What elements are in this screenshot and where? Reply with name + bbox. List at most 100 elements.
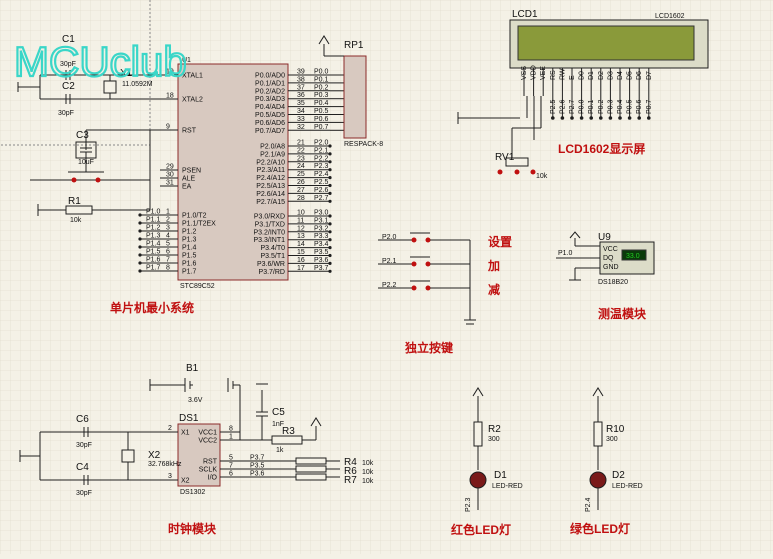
mcu-right-pin-name: P3.2/INT0 [253,229,285,236]
rtc-net-label: P3.6 [250,471,265,478]
d1-net: P2.3 [465,497,472,512]
r1-ref: R1 [68,196,81,207]
p1-bus-labels: P1.0P1.1P1.2P1.3P1.4P1.5P1.6P1.7 [138,209,161,273]
mcu-right-pin-net: P0.4 [314,100,329,107]
mcu-right-pin-net: P0.6 [314,116,329,123]
mcu-u1[interactable]: U1 STC89C52 XTAL119XTAL218RST9PSEN29ALE3… [160,57,344,290]
lcd-pin-name: D2 [598,71,605,80]
d1-part: LED-RED [492,483,523,490]
mcu-right-pin-name: P3.5/T1 [260,253,285,260]
mcu-right-pin-net: P3.6 [314,257,329,264]
caption-red-led: 红色LED灯 [451,522,511,537]
lcd-ref: LCD1 [512,9,538,20]
rtc-pin-name: I/O [208,475,218,482]
p1-net-label: P1.0 [146,209,161,216]
r4-ref: R4 [344,457,357,468]
net-junction [328,191,332,195]
battery-b1[interactable]: B1 3.6V [149,363,241,440]
red-led-circuit[interactable]: R2 300 D1 LED-RED P2.3 [465,387,523,512]
mcu-right-pin-net: P2.1 [314,147,329,154]
mcu-right-pin-name: P3.4/T0 [260,245,285,252]
rtc-pin-name: X1 [181,430,190,437]
rtc-pin-num: 5 [229,455,233,462]
key-caption[interactable]: 加 [487,258,500,273]
rtc-pullups[interactable]: R4 R6 R7 10k 10k 10k [295,457,374,486]
temp-sensor-u9[interactable]: 33.0 VCC DQ GND U9 DS18B20 P1.0 [556,231,655,286]
net-junction [589,116,593,120]
green-led-circuit[interactable]: R10 300 D2 LED-RED P2.4 [585,387,643,512]
p1-net-label: P1.7 [146,265,161,272]
mcu-right-pin-net: P2.4 [314,171,329,178]
mcu-left-pin-num: 19 [166,69,174,76]
net-junction [328,269,332,273]
mcu-right-pin-num: 22 [297,147,305,154]
u9-pin-gnd: GND [603,264,619,271]
mcu-right-pin-net: P0.1 [314,76,329,83]
lcd-pin-name: E [569,75,576,80]
potentiometer-rv1[interactable]: RV1 10k [495,152,548,180]
rv1-value: 10k [536,173,548,180]
mcu-right-pin-name: P3.3/INT1 [253,237,285,244]
caption-lcd: LCD1602显示屏 [558,142,645,156]
mcu-left-pin-num: 9 [166,124,170,131]
caption-clock: 时钟模块 [168,521,217,536]
mcu-right-pin-num: 24 [297,163,305,170]
d2-ref: D2 [612,470,625,481]
u9-pin-vcc: VCC [603,246,618,253]
u9-net: P1.0 [558,250,573,257]
mcu-left-pin-name: P1.7 [182,269,197,276]
mcu-right-pin-name: P2.3/A11 [257,167,285,174]
lcd-pin-name: VDD [531,65,538,80]
p1-net-label: P1.4 [146,241,161,248]
mcu-right-pin-name: P3.6/WR [257,261,285,268]
mcu-ref: U1 [182,57,191,64]
net-junction [138,261,142,265]
mcu-left-pin-num: 6 [166,249,170,256]
mcu-right-pin-num: 21 [297,140,305,147]
lcd-net-label: P2.6 [559,99,566,114]
net-junction [608,116,613,120]
mcu-right-pin-net: P3.4 [314,241,329,248]
oscillator-section[interactable]: C1 30pF C2 30pF X1 11.0592M [17,34,178,117]
net-junction [618,116,622,120]
mcu-left-pin-name: P1.3 [182,237,197,244]
mcu-left-pin-num: 7 [166,257,170,264]
clock-passives[interactable]: C6 30pF C4 30pF X2 32.768kHz C5 1nF R3 1… [19,383,322,497]
lcd-pin-name: RS [550,70,557,80]
respack-rp1[interactable]: RP1 RESPACK-8 [318,35,383,148]
mcu-right-pin-net: P2.3 [314,163,329,170]
d1-ref: D1 [494,470,507,481]
lcd-pin-name: RW [559,68,566,80]
net-junction [138,221,142,225]
lcd-net-label: P0.1 [588,99,595,114]
mcu-right-pin-name: P0.7/AD7 [255,128,285,135]
rtc-pin-num: 2 [168,425,172,432]
mcu-left-pin-num: 30 [166,172,174,179]
mcu-left-pin-name: P1.0/T2 [182,213,207,220]
mcu-right-pin-name: P2.2/A10 [256,159,285,166]
mcu-left-pin-name: EA [182,184,192,191]
x2-ref: X2 [148,450,161,461]
mcu-right-pin-name: P2.4/A12 [256,175,285,182]
key-contact [425,285,431,291]
lcd-pin-name: VEE [540,66,547,80]
net-junction [328,199,332,203]
key-caption[interactable]: 减 [488,282,500,297]
x1-value: 11.0592M [122,81,153,88]
lcd-net-label: P2.5 [550,99,557,114]
mcu-left-pin-num: 31 [166,180,174,187]
key-caption[interactable]: 设置 [488,234,512,249]
mcu-right-pin-name: P2.0/A8 [260,144,285,151]
reset-section[interactable]: C3 10uF R1 10k [30,129,178,224]
rtc-ref: DS1 [179,413,199,424]
rp1-part: RESPACK-8 [344,141,383,148]
rtc-net-labels: P3.7P3.5P3.6 [240,455,296,478]
mcu-right-pin-num: 32 [297,124,305,131]
net-junction [138,269,142,273]
rtc-ds1302[interactable]: DS1 DS1302 X1X223VCC18VCC21RST5SCLK7I/O6… [168,413,296,496]
mcu-right-pin-num: 11 [297,217,304,224]
